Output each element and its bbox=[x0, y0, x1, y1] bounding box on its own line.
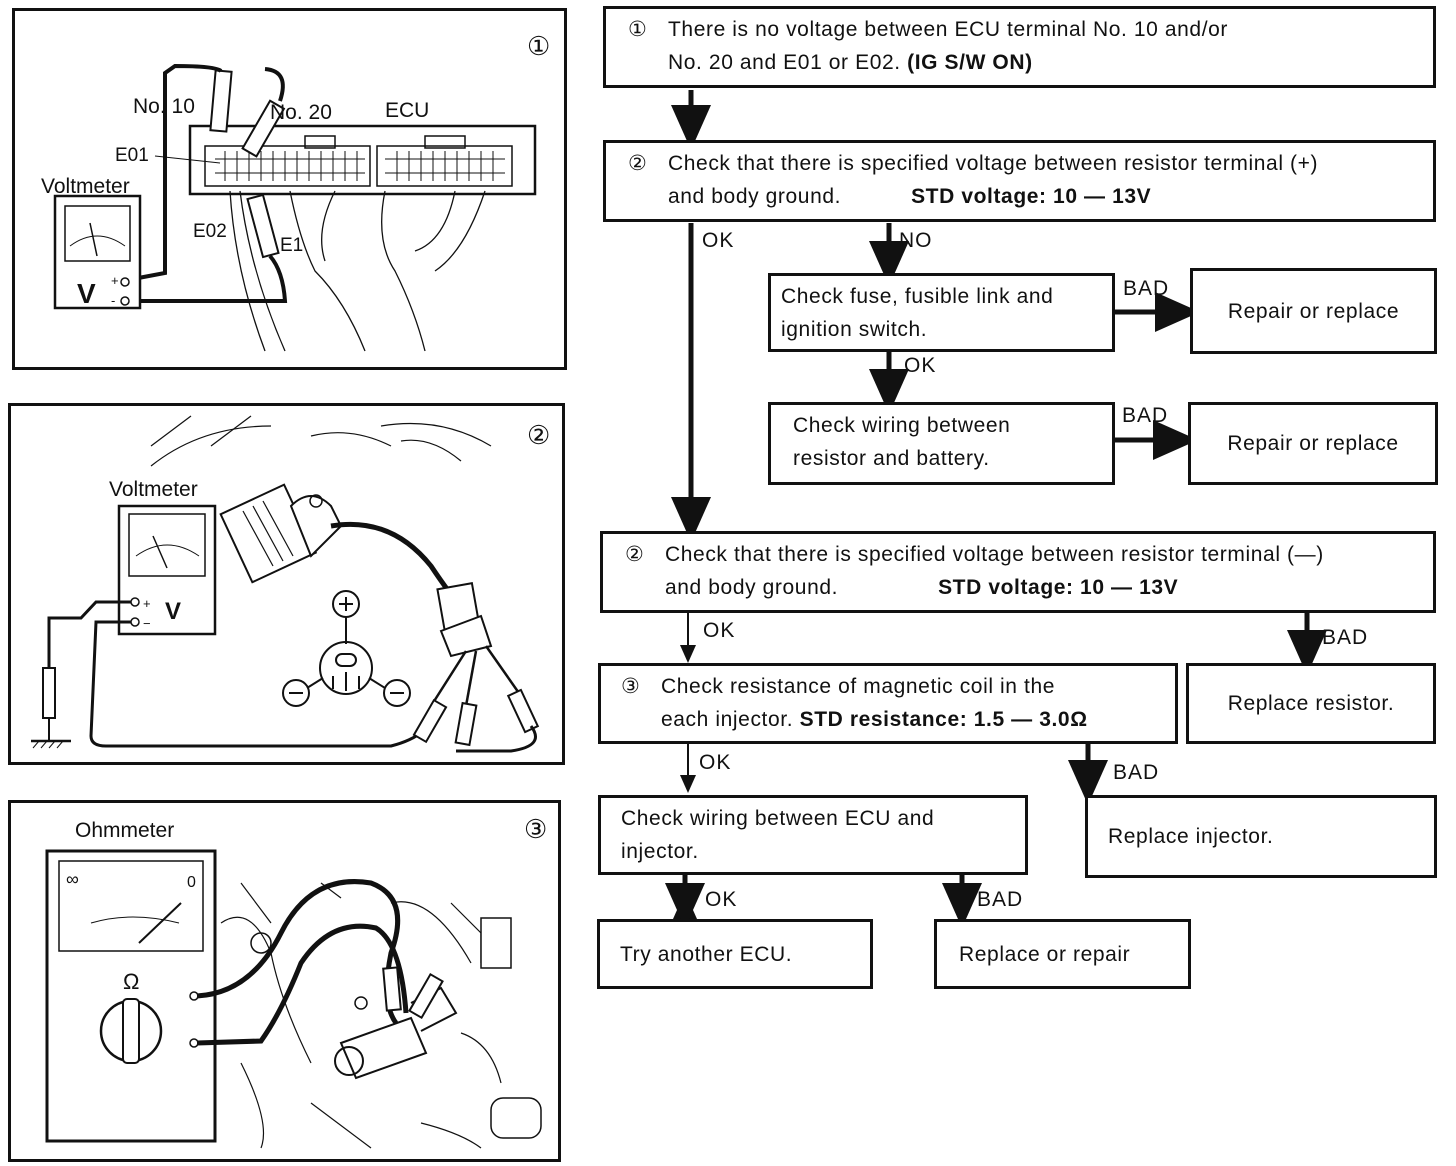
repair-replace-box-2: Repair or replace bbox=[1188, 402, 1438, 485]
illustration-resistor-voltage: ② + − V Voltmeter bbox=[8, 403, 565, 765]
label-ok: OK bbox=[703, 619, 736, 642]
svg-text:∞: ∞ bbox=[66, 869, 79, 889]
svg-text:-: - bbox=[111, 293, 115, 308]
label-bad: BAD bbox=[1113, 761, 1160, 784]
panel-number: ① bbox=[527, 31, 550, 61]
ecu-wiring-box: Check wiring between ECU and injector. bbox=[598, 795, 1028, 875]
illustration-injector-resistance: ③ Ohmmeter ∞ 0 Ω bbox=[8, 800, 561, 1162]
step-number: ② bbox=[628, 152, 648, 175]
voltmeter-body bbox=[117, 504, 217, 636]
label-e02: E02 bbox=[193, 221, 227, 242]
svg-text:−: − bbox=[143, 616, 151, 631]
svg-text:+: + bbox=[111, 273, 119, 288]
step-number: ② bbox=[625, 543, 645, 566]
label-bad: BAD bbox=[977, 888, 1024, 911]
label-e01: E01 bbox=[115, 145, 149, 166]
svg-text:V: V bbox=[165, 598, 181, 625]
wiring-check-box: Check wiring between resistor and batter… bbox=[768, 402, 1115, 485]
ecu-voltmeter-drawing: ① bbox=[41, 31, 550, 352]
label-ok: OK bbox=[699, 751, 732, 774]
label-ok: OK bbox=[904, 354, 937, 377]
label-bad: BAD bbox=[1123, 277, 1170, 300]
label-voltmeter: Voltmeter bbox=[109, 478, 198, 501]
step-number: ① bbox=[628, 18, 648, 41]
step-number: ③ bbox=[621, 675, 641, 698]
ohmmeter-body bbox=[45, 849, 217, 1143]
ohmmeter-injector-drawing: ③ Ohmmeter ∞ 0 Ω bbox=[45, 814, 547, 1149]
svg-text:0: 0 bbox=[187, 874, 196, 891]
label-no10: No. 10 bbox=[133, 95, 195, 118]
illustration-ecu-voltage: ① bbox=[12, 8, 567, 370]
repair-replace-box-1: Repair or replace bbox=[1190, 268, 1437, 354]
label-e1: E1 bbox=[280, 235, 303, 256]
ecu-connector-right bbox=[376, 145, 513, 187]
panel-number: ② bbox=[527, 420, 550, 450]
ecu-connector-left bbox=[204, 145, 371, 187]
voltmeter-body bbox=[53, 194, 142, 310]
label-no: NO bbox=[899, 229, 933, 252]
replace-resistor-box: Replace resistor. bbox=[1186, 663, 1436, 744]
resistor-voltmeter-drawing: ② + − V Voltmeter bbox=[31, 415, 550, 753]
label-ecu: ECU bbox=[385, 99, 429, 122]
fuse-check-box: Check fuse, fusible link and ignition sw… bbox=[768, 273, 1115, 352]
replace-injector-box: Replace injector. bbox=[1085, 795, 1437, 878]
label-no20: No. 20 bbox=[270, 101, 332, 124]
label-ok: OK bbox=[702, 229, 735, 252]
replace-repair-box: Replace or repair bbox=[934, 919, 1191, 989]
svg-text:Ω: Ω bbox=[123, 969, 139, 994]
label-ohmmeter: Ohmmeter bbox=[75, 819, 174, 842]
svg-text:+: + bbox=[143, 596, 151, 611]
resistor-unit bbox=[219, 483, 343, 584]
label-bad: BAD bbox=[1122, 404, 1169, 427]
label-ok: OK bbox=[705, 888, 738, 911]
label-bad: BAD bbox=[1322, 626, 1369, 649]
panel-number: ③ bbox=[524, 814, 547, 844]
try-another-ecu-box: Try another ECU. bbox=[597, 919, 873, 989]
svg-text:V: V bbox=[77, 278, 96, 309]
connector-symbol bbox=[282, 590, 411, 707]
label-voltmeter: Voltmeter bbox=[41, 175, 130, 198]
